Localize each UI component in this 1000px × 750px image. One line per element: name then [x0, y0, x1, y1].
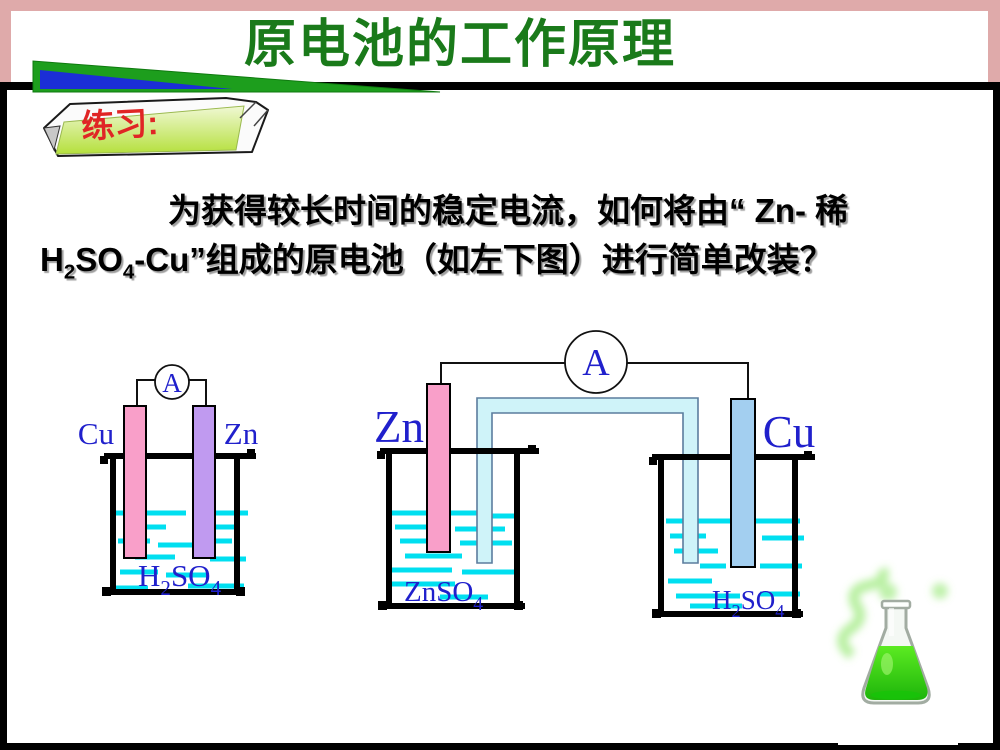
h2so4-label: H2SO4 — [138, 558, 222, 600]
zn-label: Zn — [374, 402, 424, 452]
flask-liquid — [865, 646, 928, 700]
corner-wedge-decoration — [32, 60, 441, 93]
ammeter-label: A — [582, 342, 610, 384]
banner-label: 练习: — [80, 104, 159, 145]
ammeter-circle — [564, 330, 628, 394]
h2so4-formula-inline: H2SO4-Cu” — [40, 241, 206, 284]
banner-face — [55, 105, 245, 155]
frame-left-pink — [0, 0, 11, 84]
ammeter-circle — [154, 364, 190, 400]
frame-right-pink — [988, 0, 1000, 84]
flask-smoke — [837, 566, 948, 660]
wedge-blue-triangle — [40, 70, 232, 89]
zn-label: Zn — [224, 416, 259, 451]
cu-electrode — [730, 398, 756, 568]
exercise-banner: 练习: — [43, 97, 269, 157]
cu-label: Cu — [763, 407, 816, 457]
znso4-label: ZnSO4 — [404, 576, 483, 615]
zn-beaker — [377, 445, 539, 610]
question-line-2: H2SO4-Cu”组成的原电池（如左下图）进行简单改装？ — [40, 235, 970, 284]
question-line-2-rest: 组成的原电池（如左下图）进行简单改装？ — [205, 241, 833, 278]
page-title: 原电池的工作原理 — [243, 16, 676, 74]
banner-fold — [43, 125, 61, 152]
modified-cell-diagram: A Zn Cu ZnSO4 H2SO4 — [374, 330, 816, 621]
content-frame — [0, 82, 1000, 750]
ammeter-label: A — [162, 368, 182, 398]
flask-body — [861, 599, 931, 705]
flask-decoration — [837, 566, 958, 745]
salt-bridge — [476, 397, 699, 564]
h2so4-label: H2SO4 — [712, 585, 784, 621]
frame-top-pink — [0, 0, 1000, 11]
cu-label: Cu — [78, 416, 114, 451]
banner-ribbon-lines — [239, 101, 269, 127]
cu-electrode — [123, 405, 147, 559]
simple-cell-diagram: A Cu Zn H2SO4 — [78, 364, 259, 600]
zn-electrode — [426, 383, 451, 553]
beaker — [100, 449, 256, 596]
question-line-1: 为获得较长时间的稳定电流，如何将由“ Zn- 稀 — [168, 192, 849, 229]
zn-electrode — [192, 405, 216, 559]
question-text: 为获得较长时间的稳定电流，如何将由“ Zn- 稀 H2SO4-Cu”组成的原电池… — [40, 186, 970, 284]
